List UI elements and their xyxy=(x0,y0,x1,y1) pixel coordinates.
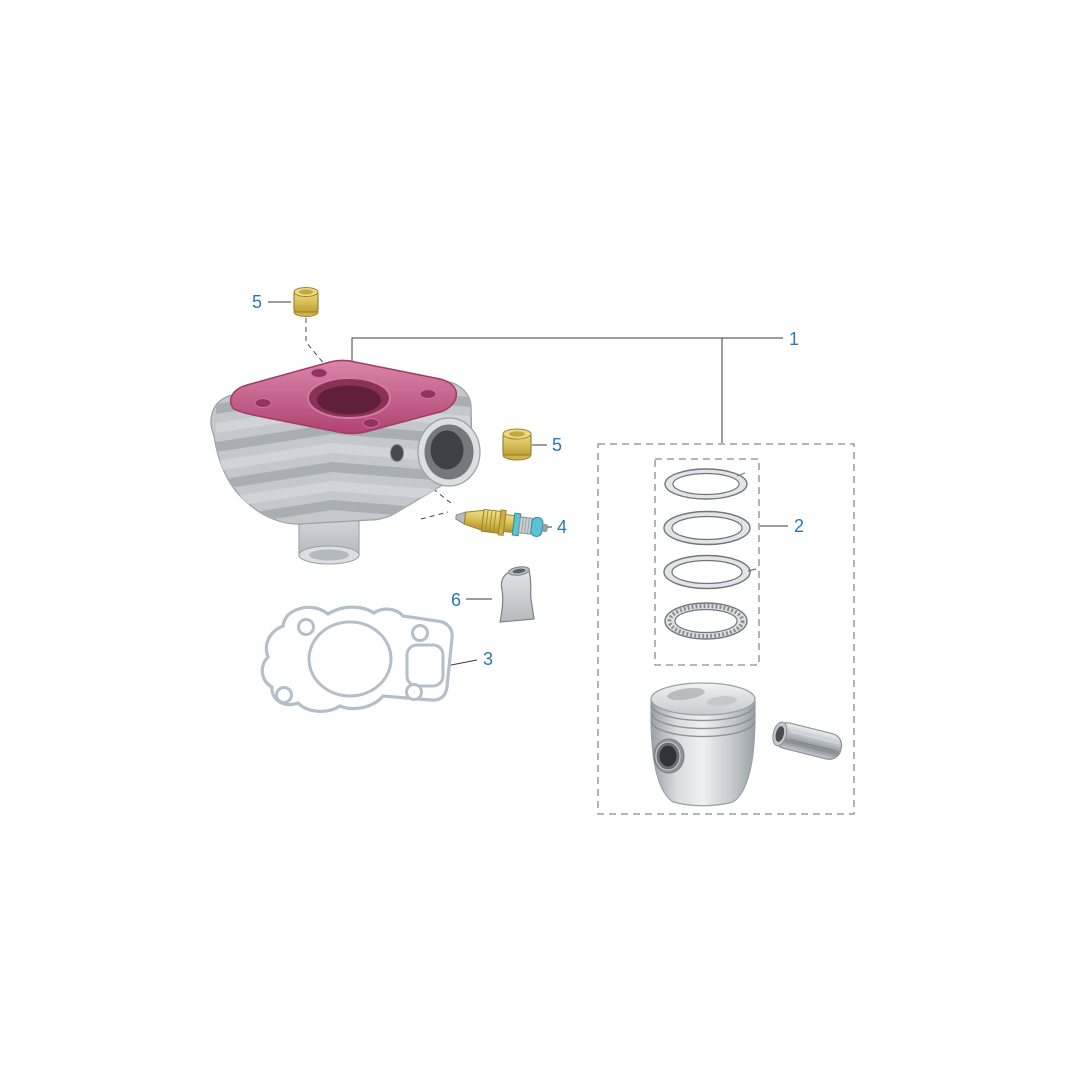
piston-pin xyxy=(772,721,843,760)
callout-3-label[interactable]: 3 xyxy=(483,649,493,669)
stud-hole xyxy=(419,389,437,399)
ring-inner xyxy=(671,559,743,585)
stud-hole xyxy=(362,418,380,428)
leader-dashed-4a xyxy=(398,458,453,505)
valve-nipple xyxy=(541,523,548,532)
dowel-pin-top xyxy=(293,287,319,317)
pin-boss-hole xyxy=(659,745,677,767)
stud-hole xyxy=(254,398,272,408)
ring-gap-mark xyxy=(736,472,746,477)
oil-ring-corrugation xyxy=(667,604,745,638)
gasket-bore-hole xyxy=(307,620,393,698)
piston-crown xyxy=(650,682,756,716)
valve-thread-line xyxy=(526,517,530,534)
ring-inner xyxy=(671,515,743,541)
gasket-bolt-hole xyxy=(275,686,293,704)
valve-rib xyxy=(492,510,497,533)
piston-ring-groove xyxy=(650,704,756,722)
dowel-pin-top-hole xyxy=(299,289,313,295)
leader-dashed-5a xyxy=(305,318,331,372)
cylinder-fin-band xyxy=(216,462,470,490)
valve-cyan-cap xyxy=(530,516,544,537)
valve-rib xyxy=(488,510,493,533)
callout-1-label[interactable]: 1 xyxy=(789,329,799,349)
piston-ring-3 xyxy=(663,554,757,590)
piston-ring-groove xyxy=(650,712,756,730)
piston-pin-bore xyxy=(775,726,785,742)
valve-rib xyxy=(484,509,489,532)
valve-thread-line xyxy=(524,517,527,534)
piston-ring-1 xyxy=(664,468,748,500)
gasket-cam-chain-hole xyxy=(405,643,445,688)
ring-gap-mark xyxy=(747,568,757,572)
tensioner-valve xyxy=(455,508,548,537)
gasket-bolt-hole xyxy=(297,618,315,636)
tensioner-mount-hole xyxy=(390,444,404,462)
piston-pin-boss xyxy=(653,738,685,774)
cylinder-bore-dark xyxy=(317,385,381,415)
cylinder-block xyxy=(210,359,481,565)
callout-6-label[interactable]: 6 xyxy=(451,590,461,610)
piston-ring-set xyxy=(663,468,757,640)
piston-ring-2 xyxy=(663,510,751,546)
side-opening-dark xyxy=(430,430,464,470)
cylinder-side-opening xyxy=(417,417,481,487)
callout-2-label[interactable]: 2 xyxy=(794,516,804,536)
breather-elbow xyxy=(499,566,535,623)
piston-valve-relief xyxy=(667,687,705,701)
ring-inner xyxy=(672,472,740,496)
leader-dashed-4b xyxy=(420,511,449,520)
piston-valve-relief xyxy=(707,696,737,706)
gasket-bolt-hole xyxy=(405,683,423,701)
ring-inner xyxy=(674,608,738,634)
callout-5b-label[interactable]: 5 xyxy=(552,435,562,455)
valve-thread-line xyxy=(521,517,524,534)
callout-5a-label[interactable]: 5 xyxy=(252,292,262,312)
leader-line-3 xyxy=(445,659,478,667)
cylinder-fin-band xyxy=(216,481,470,509)
base-gasket xyxy=(260,605,454,713)
piston xyxy=(650,682,756,807)
dowel-pin-right xyxy=(502,428,532,461)
dowel-pin-right-hole xyxy=(509,431,525,437)
valve-cone xyxy=(463,509,485,531)
gasket-bolt-hole xyxy=(411,624,429,642)
callout-4-label[interactable]: 4 xyxy=(557,517,567,537)
breather-elbow-body xyxy=(499,568,535,623)
valve-barrel xyxy=(480,508,502,534)
cylinder-spigot-bore xyxy=(309,549,349,561)
cylinder-fin-band xyxy=(216,424,470,452)
cylinder-fin-band xyxy=(216,443,470,471)
piston-ring-groove xyxy=(650,720,756,738)
breather-elbow-bore xyxy=(512,568,526,574)
ring-set-dashed-box xyxy=(654,458,760,666)
piston-pin-streak xyxy=(789,739,837,752)
oil-ring xyxy=(664,602,748,640)
stud-hole xyxy=(310,368,328,378)
piston-pin-streak xyxy=(791,731,839,744)
cylinder-top-surface xyxy=(229,359,458,435)
